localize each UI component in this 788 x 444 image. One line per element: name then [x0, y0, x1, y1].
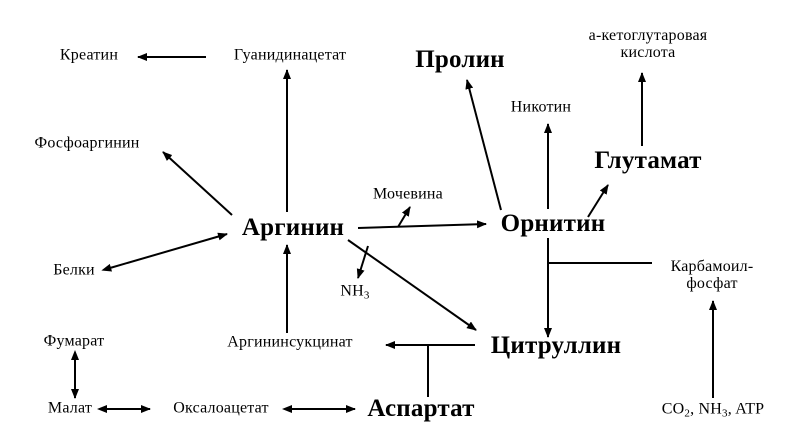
node-mochevina: Мочевина [373, 185, 443, 203]
arrow-ornitin-to-glutamat [587, 184, 609, 218]
arrow-arginin-to-fosfoarginin [162, 151, 233, 216]
node-glutamat: Глутамат [594, 146, 702, 174]
atp-tail: , ATP [727, 400, 765, 418]
node-argininsukcinat: Аргининсукцинат [227, 333, 353, 351]
node-malat: Малат [47, 399, 93, 417]
nh3-atp-subscript: 3 [721, 407, 728, 420]
node-aspartat: Аспартат [367, 394, 475, 422]
node-nh3: NH3 [340, 282, 370, 303]
node-fosfoarginin: Фосфоаргинин [34, 134, 140, 152]
node-kreatin: Креатин [59, 46, 119, 64]
node-citrullin: Цитруллин [490, 331, 622, 359]
node-arginin: Аргинин [241, 213, 345, 241]
node-co2-nh3-atp: CO2, NH3, ATP [661, 400, 765, 421]
node-ornitin: Орнитин [500, 209, 606, 237]
node-ketoglutarat: а-кетоглутаровая кислота [588, 27, 708, 62]
co2-subscript: 2 [684, 407, 691, 420]
karbamoil-line-2: фосфат [686, 275, 738, 292]
node-nikotin: Никотин [510, 98, 572, 116]
node-fumarat: Фумарат [43, 332, 105, 350]
arrow-arginin-to-citrullin [347, 239, 477, 331]
nh3-atp-base: , NH [690, 400, 722, 418]
node-oksaloacetat: Оксалоацетат [173, 399, 269, 417]
arrow-arginin-to-nh3 [356, 245, 369, 279]
arrow-belki-arginin [101, 232, 228, 272]
arrow-branch-to-mochevina [397, 206, 411, 228]
node-karbamoilfosfat: Карбамоил- фосфат [670, 258, 754, 293]
ketoglutarat-line-2: кислота [620, 44, 676, 61]
nh3-base: NH [340, 282, 364, 300]
arrow-ornitin-to-prolin [465, 79, 502, 211]
ketoglutarat-line-1: а-кетоглутаровая [588, 27, 708, 45]
node-guanidinacetat: Гуанидинацетат [233, 46, 347, 64]
nh3-subscript: 3 [363, 289, 370, 302]
co2-base: CO [661, 400, 685, 418]
arrow-arginin-to-ornitin [357, 220, 487, 229]
node-prolin: Пролин [415, 45, 505, 73]
node-belki: Белки [53, 261, 95, 279]
karbamoil-line-1: Карбамоил- [670, 258, 754, 276]
